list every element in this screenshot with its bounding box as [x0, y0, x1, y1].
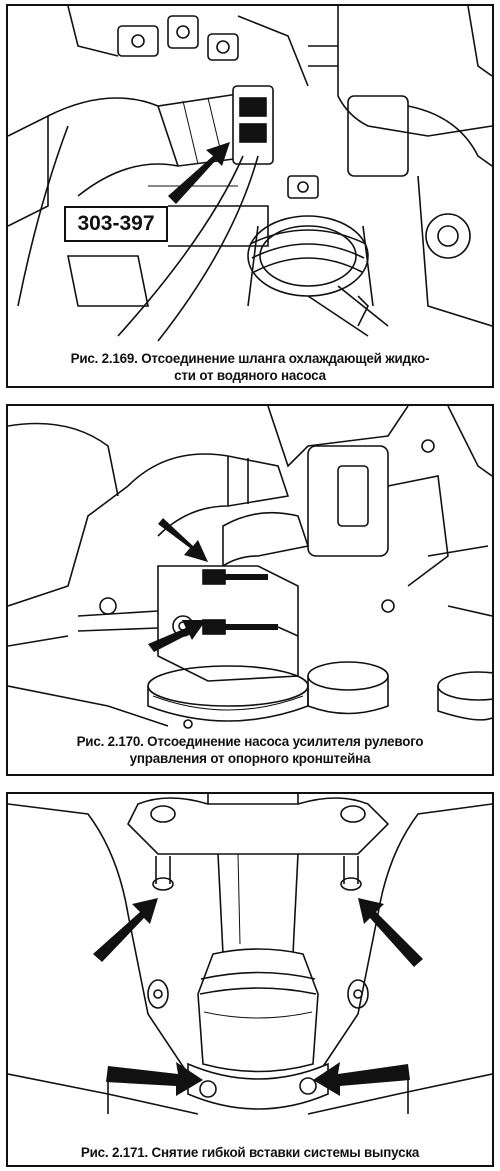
caption-line-1: Рис. 2.169. Отсоединение шланга охлаждаю… — [70, 351, 430, 366]
pointer-arrow-top-left — [93, 898, 158, 962]
pointer-arrow-upper — [158, 518, 208, 562]
figure-2-170: Рис. 2.170. Отсоединение насоса усилител… — [6, 404, 494, 776]
caption-line-1: Рис. 2.170. Отсоединение насоса усилител… — [76, 734, 424, 749]
caption-line-2: сти от водяного насоса — [174, 368, 326, 383]
tool-number-label: 303-397 — [64, 206, 168, 242]
pointer-arrow-lower — [148, 620, 206, 652]
power-steering-pump-illustration — [8, 406, 492, 729]
pointer-arrow-top-right — [358, 898, 423, 967]
figure-caption: Рис. 2.169. Отсоединение шланга охлаждаю… — [8, 350, 492, 384]
exhaust-flex-pipe-illustration — [8, 794, 492, 1115]
caption-line-1: Рис. 2.171. Снятие гибкой вставки систем… — [80, 1145, 420, 1160]
figure-2-169: 303-397 Рис. 2.169. Отсоединение шланга … — [6, 4, 494, 388]
figure-caption: Рис. 2.171. Снятие гибкой вставки систем… — [8, 1144, 492, 1161]
caption-line-2: управления от опорного кронштейна — [129, 751, 371, 766]
pointer-arrow-bottom-right — [313, 1062, 410, 1096]
figure-2-171: Рис. 2.171. Снятие гибкой вставки систем… — [6, 792, 494, 1167]
figure-caption: Рис. 2.170. Отсоединение насоса усилител… — [8, 733, 492, 767]
coolant-hose-illustration — [8, 6, 492, 342]
pointer-arrow-bottom-left — [106, 1062, 203, 1096]
pointer-arrow — [168, 142, 230, 204]
